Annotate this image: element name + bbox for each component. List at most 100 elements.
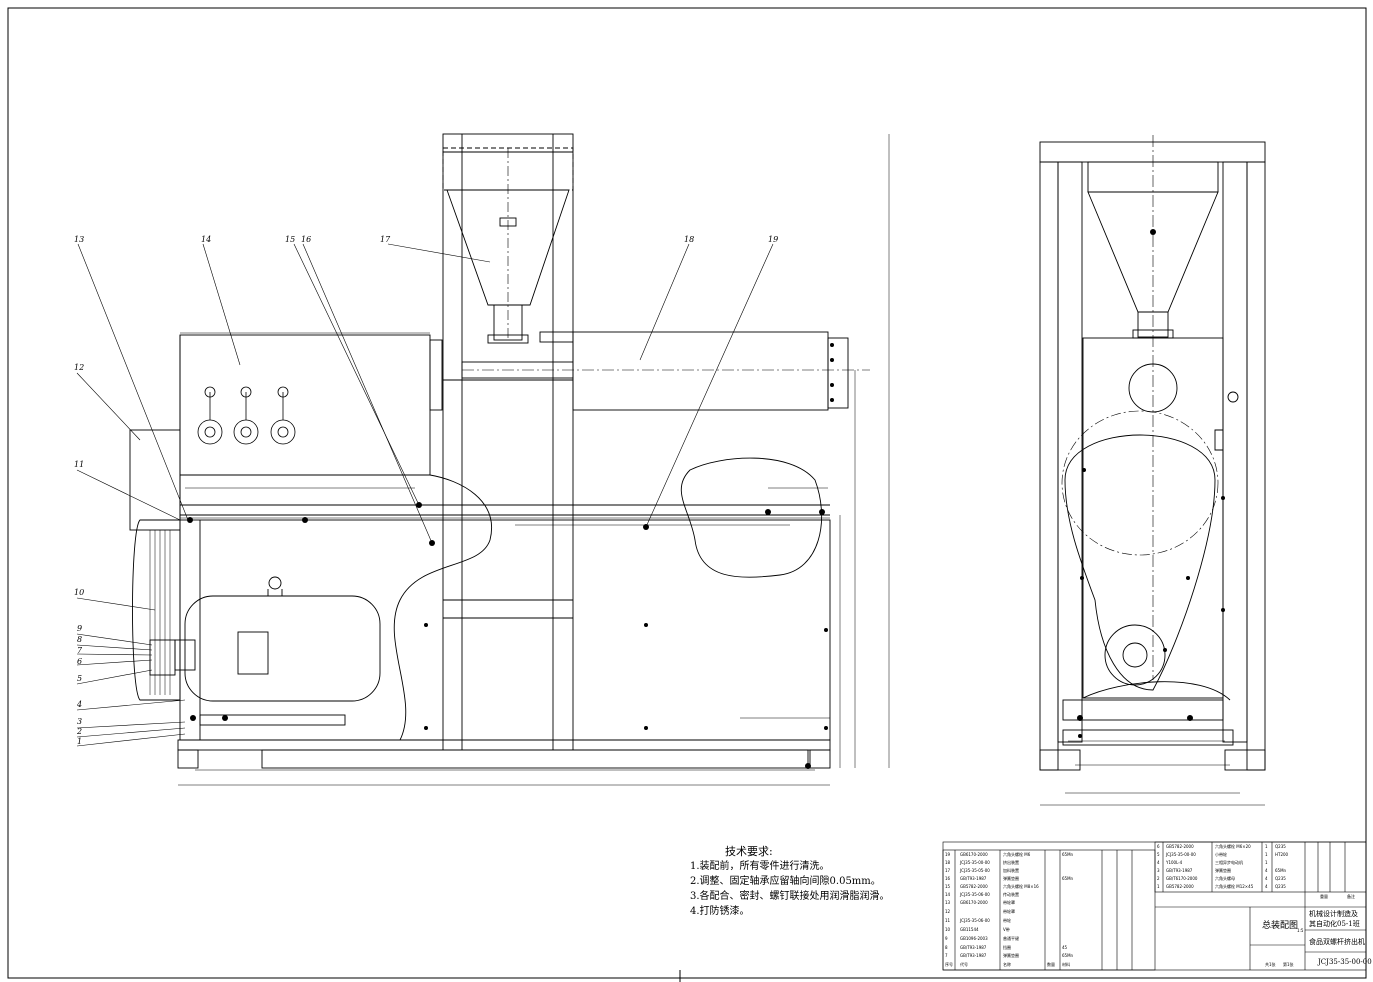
svg-text:1: 1	[1265, 844, 1268, 849]
front-view	[76, 133, 890, 786]
part-label-9: 9	[77, 624, 82, 633]
part-label-8: 8	[77, 635, 82, 644]
table-row: 3 GB/T93-1987 弹簧垫圈 4 65Mn	[1157, 867, 1287, 873]
drawing-number: JCJ35-35-00-00	[1317, 958, 1372, 966]
svg-text:GB5782-2000: GB5782-2000	[1166, 844, 1194, 849]
svg-text:11: 11	[945, 918, 951, 923]
sheets-total: 共1张	[1265, 961, 1276, 967]
bom-header-row-right: 重量 备注	[1320, 893, 1355, 899]
svg-text:4: 4	[1265, 876, 1268, 881]
technical-requirements-title: 技术要求:	[725, 845, 773, 858]
svg-text:8: 8	[945, 945, 948, 950]
drawing-type: 总装配图	[1262, 919, 1298, 931]
svg-text:16: 16	[945, 876, 951, 881]
table-row: 2 GB/T6170-2000 六角头螺母 4 Q235	[1157, 875, 1286, 881]
svg-text:JCJ35-35-06-00: JCJ35-35-06-00	[959, 892, 990, 897]
svg-text:9: 9	[945, 936, 948, 941]
svg-text:2: 2	[1157, 876, 1160, 881]
svg-text:加料装置: 加料装置	[1003, 867, 1019, 873]
svg-text:六角头螺栓 M12×45: 六角头螺栓 M12×45	[1215, 883, 1254, 889]
svg-text:Y100L-4: Y100L-4	[1165, 860, 1183, 865]
svg-text:JCJ35-35-06-00: JCJ35-35-06-00	[959, 918, 990, 923]
svg-text:V带: V带	[1003, 927, 1010, 932]
svg-text:JCJ35-35-00-00: JCJ35-35-00-00	[1165, 852, 1196, 857]
part-label-4: 4	[76, 700, 82, 709]
svg-text:65Mn: 65Mn	[1275, 868, 1287, 873]
svg-text:14: 14	[945, 892, 951, 897]
svg-text:材料: 材料	[1062, 961, 1070, 967]
table-row: 6 GB5782-2000 六角头螺栓 M6×20 1 Q235	[1157, 843, 1286, 849]
svg-text:挡圈: 挡圈	[1003, 944, 1011, 950]
svg-text:1: 1	[1157, 884, 1160, 889]
table-row: 13 GB6170-2000 带轮罩	[945, 899, 1015, 905]
table-row: 10 GB11544 V带	[945, 927, 1010, 932]
svg-text:65Mn: 65Mn	[1062, 876, 1074, 881]
svg-text:序号: 序号	[945, 961, 953, 967]
svg-text:4: 4	[1265, 868, 1268, 873]
svg-text:GB5782-2000: GB5782-2000	[1166, 884, 1194, 889]
svg-text:13: 13	[945, 900, 951, 905]
svg-text:7: 7	[945, 953, 948, 958]
svg-text:4: 4	[1265, 884, 1268, 889]
svg-text:GB/T93-1987: GB/T93-1987	[960, 953, 987, 958]
bom-table-left: 19 GB6170-2000 六角头螺栓 M6 65Mn 18 JCJ35-35…	[945, 851, 1074, 967]
table-row: 18 JCJ35-35-00-00 挤出装置	[945, 859, 1019, 865]
svg-text:GB6170-2000: GB6170-2000	[960, 852, 988, 857]
svg-text:数量: 数量	[1047, 961, 1055, 967]
svg-text:六角头螺栓 M6×20: 六角头螺栓 M6×20	[1215, 843, 1251, 849]
table-row: 4 Y100L-4 三相异步电动机 1	[1157, 859, 1268, 865]
table-row: 16 GB/T93-1987 弹簧垫圈 65Mn	[945, 875, 1074, 881]
part-label-15: 15	[285, 235, 295, 244]
svg-text:GB/T93-1987: GB/T93-1987	[960, 945, 987, 950]
part-label-1: 1	[77, 737, 82, 746]
scale: 1:5	[1297, 928, 1304, 933]
svg-text:六角头螺母: 六角头螺母	[1215, 875, 1235, 881]
table-row: 9 GB1096-2003 普通平键	[945, 935, 1019, 941]
requirement-item: 2.调整、固定轴承应留轴向间隙0.05mm。	[690, 876, 881, 887]
table-row: 8 GB/T93-1987 挡圈 45	[945, 944, 1068, 950]
svg-text:备注: 备注	[1347, 893, 1355, 899]
technical-requirements: 技术要求: 1.装配前，所有零件进行清洗。 2.调整、固定轴承应留轴向间隙0.0…	[690, 844, 930, 919]
svg-text:GB6170-2000: GB6170-2000	[960, 900, 988, 905]
sheet-number: 第1张	[1283, 961, 1294, 967]
svg-text:六角头螺栓 M8×16: 六角头螺栓 M8×16	[1003, 883, 1039, 889]
svg-text:65Mn: 65Mn	[1062, 953, 1074, 958]
svg-text:GB/T6170-2000: GB/T6170-2000	[1166, 876, 1198, 881]
svg-text:4: 4	[1157, 860, 1160, 865]
part-label-10: 10	[74, 588, 84, 597]
svg-text:12: 12	[945, 909, 951, 914]
svg-text:传动装置: 传动装置	[1003, 891, 1019, 897]
part-label-16: 16	[301, 235, 311, 244]
svg-text:HT200: HT200	[1275, 852, 1289, 857]
svg-text:代号: 代号	[960, 961, 968, 967]
svg-text:GB/T93-1987: GB/T93-1987	[960, 876, 987, 881]
bom-header-row: 序号 代号 名称 数量 材料	[945, 961, 1070, 967]
requirement-item: 3.各配合、密封、螺钉联接处用润滑脂润滑。	[690, 891, 890, 902]
svg-text:Q235: Q235	[1275, 884, 1286, 889]
part-label-19: 19	[768, 235, 778, 244]
svg-text:带轮罩: 带轮罩	[1003, 908, 1015, 914]
part-label-3: 3	[77, 717, 82, 726]
part-label-12: 12	[74, 363, 84, 372]
svg-text:15: 15	[945, 884, 951, 889]
svg-text:六角头螺栓 M6: 六角头螺栓 M6	[1003, 851, 1031, 857]
table-row: 12 带轮罩	[945, 908, 1015, 914]
svg-text:名称: 名称	[1003, 961, 1011, 967]
svg-text:带轮罩: 带轮罩	[1003, 899, 1015, 905]
table-row: 17 JCJ35-35-05-00 加料装置	[945, 867, 1019, 873]
svg-text:三相异步电动机: 三相异步电动机	[1215, 859, 1243, 865]
table-row: 19 GB6170-2000 六角头螺栓 M6 65Mn	[945, 851, 1074, 857]
svg-text:GB5782-2000: GB5782-2000	[960, 884, 988, 889]
part-label-6: 6	[77, 657, 82, 666]
svg-text:带轮: 带轮	[1003, 917, 1011, 923]
bom-table-right: 6 GB5782-2000 六角头螺栓 M6×20 1 Q235 5 JCJ35…	[1157, 843, 1355, 899]
svg-text:普通平键: 普通平键	[1003, 935, 1019, 941]
svg-text:Q235: Q235	[1275, 844, 1286, 849]
svg-text:挤出装置: 挤出装置	[1003, 859, 1019, 865]
svg-text:18: 18	[945, 860, 951, 865]
svg-text:GB1096-2003: GB1096-2003	[960, 936, 988, 941]
svg-text:弹簧垫圈: 弹簧垫圈	[1215, 867, 1231, 873]
table-row: 15 GB5782-2000 六角头螺栓 M8×16	[945, 883, 1039, 889]
table-row: 1 GB5782-2000 六角头螺栓 M12×45 4 Q235	[1157, 883, 1286, 889]
